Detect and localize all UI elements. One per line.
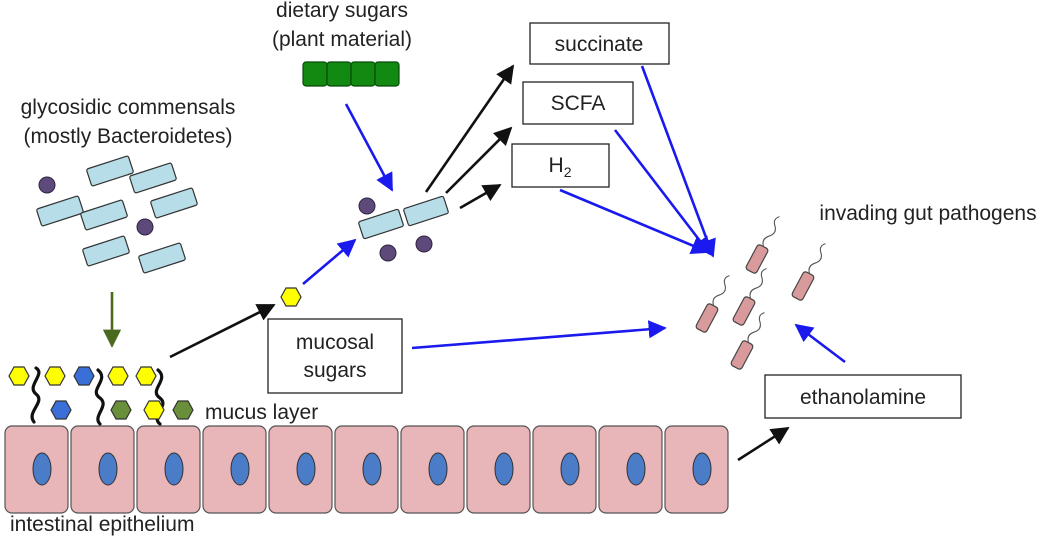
commensals-label: glycosidic commensals	[21, 96, 236, 119]
epithelium-to-ethanolamine-arrow	[737, 426, 790, 462]
mucosal-sugars-to-pathogens-arrow	[411, 320, 667, 350]
dietary-sugars-label: dietary sugars	[276, 0, 408, 22]
epithelial-cell	[664, 425, 729, 514]
commensals-to-succinate-arrow	[424, 64, 515, 193]
released-sugar-hexagon	[280, 287, 302, 307]
succinate-box: succinate	[529, 22, 670, 65]
commensals-to-scfa-arrow	[445, 126, 513, 194]
ethanolamine-label: ethanolamine	[800, 386, 926, 409]
epithelial-cell	[136, 425, 201, 514]
intestinal-epithelium-label: intestinal epithelium	[10, 513, 194, 536]
ethanolamine-box: ethanolamine	[764, 374, 962, 419]
mucosal-sugars-box: mucosal sugars	[267, 318, 403, 394]
invading-pathogens-cluster	[695, 216, 826, 370]
bacteroidetes-label: (mostly Bacteroidetes)	[24, 125, 233, 148]
epithelial-cell	[4, 425, 69, 514]
mucosal-label: mucosal	[296, 331, 374, 354]
h2-symbol: H	[549, 154, 564, 177]
epithelial-cell	[466, 425, 531, 514]
epithelial-cell	[400, 425, 465, 514]
epithelial-cell	[202, 425, 267, 514]
dietary-to-commensals-arrow	[344, 103, 394, 192]
h2-to-pathogens-arrow	[559, 188, 710, 255]
mucus-layer-label: mucus layer	[205, 401, 318, 424]
epithelial-cell	[334, 425, 399, 514]
mucus-layer-glycans	[8, 366, 194, 426]
epithelial-cell	[532, 425, 597, 514]
epithelium-cells	[4, 425, 729, 514]
scfa-box: SCFA	[522, 81, 634, 125]
h2-box: H2	[511, 143, 610, 188]
commensals-to-h2-arrow	[459, 183, 502, 210]
epithelial-cell	[70, 425, 135, 514]
h2-subscript: 2	[564, 164, 572, 180]
epithelial-cell	[268, 425, 333, 514]
mucus-to-sugar-arrow	[169, 303, 276, 359]
scfa-to-pathogens-arrow	[613, 129, 712, 256]
plant-material-label: (plant material)	[272, 28, 412, 51]
ethanolamine-to-pathogens-arrow	[794, 323, 846, 364]
commensal-bacteria-cluster	[36, 155, 198, 274]
plant-sugar-chain	[302, 61, 400, 87]
sugar-to-commensals-arrow	[302, 238, 357, 285]
invading-pathogens-label: invading gut pathogens	[819, 202, 1036, 225]
sugars-label: sugars	[303, 359, 366, 382]
h2-label: H2	[549, 154, 572, 180]
scfa-label: SCFA	[551, 92, 606, 115]
succinate-to-pathogens-arrow	[640, 65, 716, 258]
commensal-degrading-sugars	[358, 195, 449, 262]
succinate-label: succinate	[555, 33, 644, 56]
epithelial-cell	[598, 425, 663, 514]
